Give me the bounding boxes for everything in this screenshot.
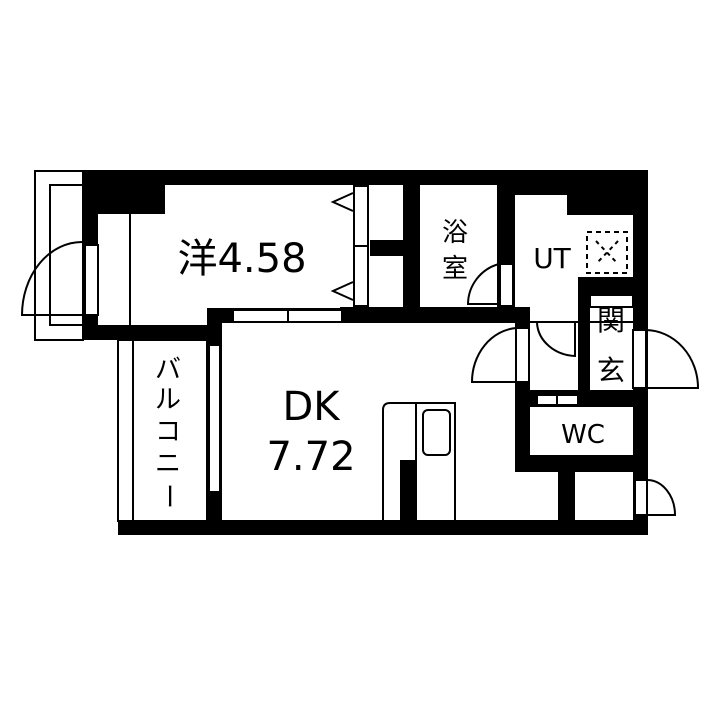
room-label-entrance: 玄	[597, 354, 625, 387]
washer-space-icon	[586, 231, 628, 274]
room-label-bath: 浴	[442, 218, 468, 248]
room-label-utility: UT	[533, 242, 571, 275]
entrance-door[interactable]	[632, 329, 647, 389]
closet-fold-icon	[330, 192, 354, 212]
entrance-door-swing	[645, 329, 700, 389]
storage-door-swing	[646, 479, 677, 516]
washer-x-icon	[595, 240, 619, 265]
balcony-char: コ	[155, 417, 181, 447]
room-window-right	[287, 309, 343, 323]
room-label-toilet: WC	[561, 420, 605, 450]
room-window-left	[232, 309, 289, 323]
exterior-frame-inner	[49, 184, 84, 326]
balcony-door-panel	[84, 244, 99, 316]
bath-door[interactable]	[499, 263, 514, 307]
room-label-western: 洋4.58	[177, 236, 306, 282]
balcony-char: ル	[155, 385, 181, 415]
bath-door-swing	[466, 263, 500, 305]
balcony-char: ー	[153, 483, 183, 509]
sink-icon	[422, 409, 451, 456]
balcony-char: バ	[155, 355, 181, 385]
dk-door[interactable]	[515, 327, 530, 383]
room-label-bath: 室	[442, 254, 468, 284]
dk-door-swing	[470, 327, 517, 383]
storage-door[interactable]	[634, 479, 648, 516]
dk-window	[208, 344, 221, 493]
closet-fold-icon	[330, 281, 354, 301]
ut-door-swing	[536, 322, 576, 358]
room-label-dk: DK	[282, 384, 341, 430]
room-label-entrance: 関	[597, 304, 625, 337]
balcony-door-swing[interactable]	[20, 241, 83, 316]
room-label-balcony: バ ル コ ニ ー	[153, 355, 183, 509]
balcony-char: ニ	[155, 449, 181, 479]
room-size-dk: 7.72	[266, 434, 355, 480]
